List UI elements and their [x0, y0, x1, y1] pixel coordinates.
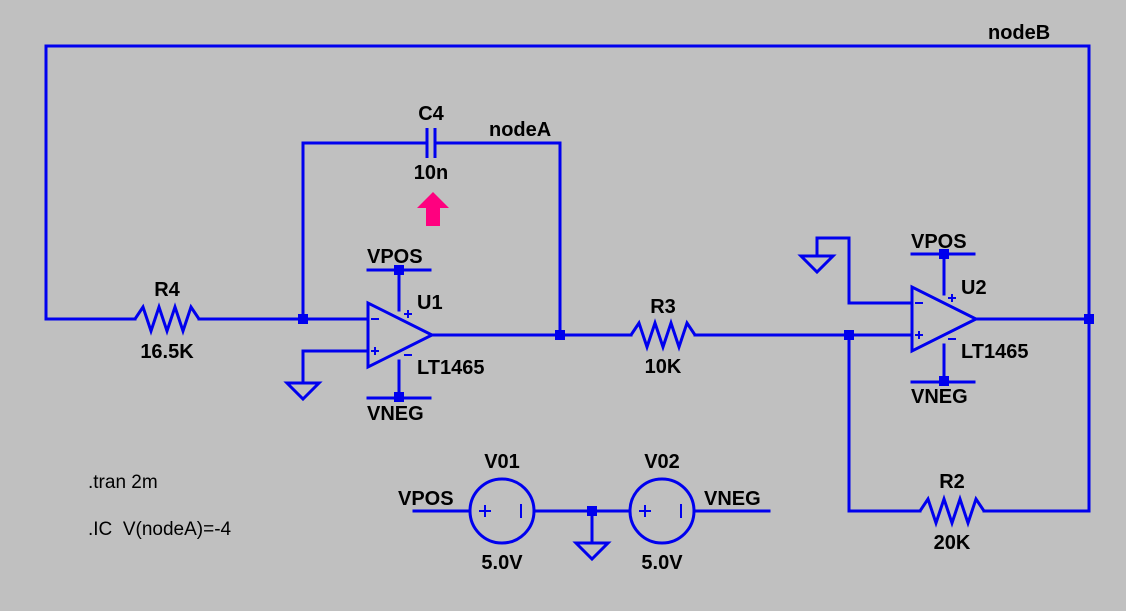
plus-sign-icon — [479, 505, 491, 517]
junction-dot — [555, 330, 565, 340]
resistor-r2[interactable]: R2 20K — [918, 471, 986, 554]
u1-name: U1 — [417, 292, 443, 314]
junction-dot — [587, 506, 597, 516]
wire-u1-plus-gnd[interactable] — [301, 349, 370, 385]
v02-value: 5.0V — [641, 552, 683, 574]
wire-c4-left[interactable] — [301, 141, 429, 321]
voltage-source-v02[interactable]: V02 5.0V VNEG — [628, 451, 761, 574]
u2-name: U2 — [961, 277, 987, 299]
junction-dot — [1084, 314, 1094, 324]
probe-arrow-icon[interactable] — [417, 192, 449, 226]
wire-nodeb-loop[interactable] — [44, 44, 1091, 321]
plus-sign-icon — [915, 331, 923, 339]
junction-dot — [844, 330, 854, 340]
u1-model: LT1465 — [417, 357, 484, 379]
opamp-triangle — [366, 300, 436, 370]
capacitor-c4[interactable]: C4 10n — [414, 103, 448, 184]
opamp-u1[interactable]: U1 LT1465 VPOS VNEG — [366, 246, 484, 425]
r3-value: 10K — [645, 356, 682, 378]
wire-r2-left[interactable] — [847, 333, 922, 513]
resistor-r3[interactable]: R3 10K — [629, 296, 697, 378]
resistor-zigzag — [918, 494, 986, 528]
u2-vneg-label: VNEG — [911, 386, 968, 408]
u1-vneg-label: VNEG — [367, 403, 424, 425]
wire-r2-right[interactable] — [982, 317, 1091, 513]
v02-net-label: VNEG — [704, 488, 761, 510]
opamp-u2[interactable]: U2 LT1465 VPOS VNEG — [910, 231, 1028, 408]
wires — [44, 44, 1091, 545]
net-label-nodea[interactable]: nodeA — [489, 119, 551, 141]
r2-name: R2 — [939, 471, 965, 493]
junction-dot — [298, 314, 308, 324]
plus-sign-icon — [404, 310, 412, 318]
r4-name: R4 — [154, 279, 180, 301]
plus-sign-icon — [948, 294, 956, 302]
voltage-source-v01[interactable]: V01 5.0V VPOS — [398, 451, 536, 574]
c4-value: 10n — [414, 162, 448, 184]
v02-name: V02 — [644, 451, 680, 473]
resistor-zigzag — [629, 318, 697, 352]
plus-sign-icon — [639, 505, 651, 517]
r2-value: 20K — [934, 532, 971, 554]
wire-u2-plus-gnd[interactable] — [815, 236, 914, 305]
v01-value: 5.0V — [481, 552, 523, 574]
u2-vpos-label: VPOS — [911, 231, 967, 253]
source-circle — [468, 477, 536, 545]
r3-name: R3 — [650, 296, 676, 318]
plus-sign-icon — [371, 347, 379, 355]
opamp-triangle — [910, 284, 980, 354]
source-circle — [628, 477, 696, 545]
directive-ic[interactable]: .IC V(nodeA)=-4 — [88, 519, 232, 540]
ground-icon[interactable] — [572, 541, 612, 562]
resistor-zigzag — [133, 302, 201, 336]
ground-icon[interactable] — [283, 381, 323, 402]
c4-name: C4 — [418, 103, 444, 125]
r4-value: 16.5K — [140, 341, 194, 363]
v01-name: V01 — [484, 451, 520, 473]
v01-net-label: VPOS — [398, 488, 454, 510]
net-label-nodeb[interactable]: nodeB — [988, 22, 1050, 44]
directive-tran[interactable]: .tran 2m — [88, 472, 158, 493]
u2-model: LT1465 — [961, 341, 1028, 363]
u1-vpos-label: VPOS — [367, 246, 423, 268]
wire-c4-right[interactable] — [433, 141, 562, 337]
resistor-r4[interactable]: R4 16.5K — [133, 279, 201, 363]
ground-icon[interactable] — [797, 254, 837, 275]
